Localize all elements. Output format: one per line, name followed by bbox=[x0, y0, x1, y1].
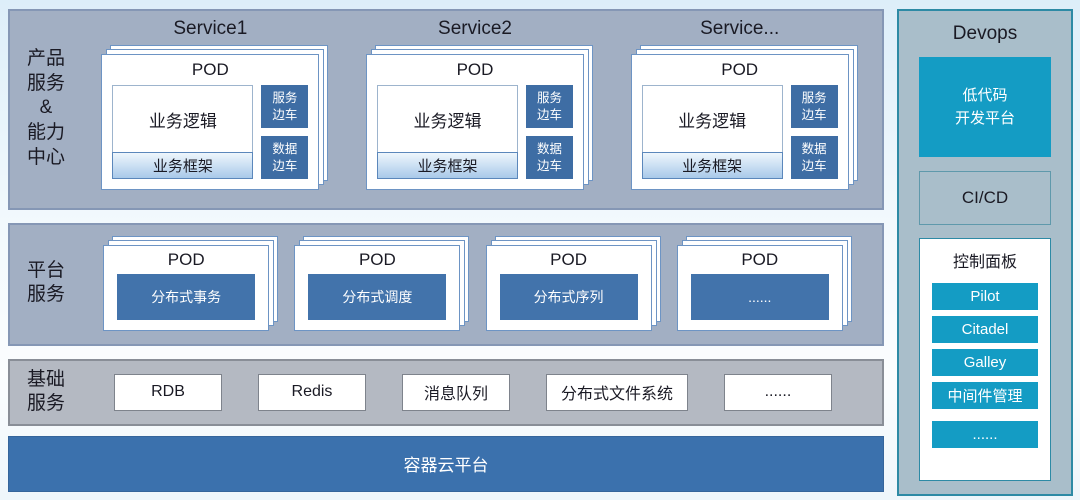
more-panel-button: ...... bbox=[932, 421, 1038, 448]
pilot-button: Pilot bbox=[932, 283, 1038, 310]
control-panel: 控制面板 Pilot Citadel Galley 中间件管理 ...... bbox=[919, 238, 1051, 481]
pod-title: POD bbox=[721, 60, 759, 79]
pod-title: POD bbox=[191, 60, 229, 79]
platform-pod-stack: POD 分布式序列 bbox=[485, 236, 661, 332]
devops-column: Devops 低代码 开发平台 CI/CD 控制面板 Pilot Citadel… bbox=[897, 9, 1073, 496]
rdb-box: RDB bbox=[113, 373, 222, 411]
service-sidecar-box: 服务 边车 bbox=[261, 85, 309, 128]
logic-column: 业务逻辑 业务框架 bbox=[112, 85, 254, 179]
services-container: Service1 POD 业务逻辑 业务框架 bbox=[78, 15, 872, 202]
data-sidecar-box: 数据 边车 bbox=[526, 136, 573, 179]
redis-box: Redis bbox=[257, 373, 366, 411]
basic-items-container: RDB Redis 消息队列 分布式文件系统 ...... bbox=[78, 373, 868, 411]
service-group-1: Service1 POD 业务逻辑 业务框架 bbox=[78, 15, 343, 202]
control-panel-title: 控制面板 bbox=[952, 254, 1017, 271]
data-sidecar-box: 数据 边车 bbox=[790, 136, 838, 179]
sidecars-column: 服务 边车 数据 边车 bbox=[790, 85, 838, 179]
distributed-transaction-box: 分布式事务 bbox=[117, 274, 256, 321]
pod-title: POD bbox=[456, 60, 494, 79]
service-title: Service... bbox=[700, 18, 780, 39]
platform-services-row: 平台 服务 POD 分布式事务 POD 分布式调度 bbox=[8, 223, 884, 346]
more-services-box: ...... bbox=[690, 274, 829, 321]
pod-card: POD 业务逻辑 业务框架 服务 边车 数据 边车 bbox=[630, 54, 849, 190]
more-basic-services-box: ...... bbox=[723, 373, 832, 411]
business-framework-bar: 业务框架 bbox=[641, 152, 783, 179]
cicd-box: CI/CD bbox=[919, 171, 1051, 225]
business-logic-box: 业务逻辑 bbox=[377, 85, 518, 153]
business-framework-bar: 业务框架 bbox=[112, 152, 254, 179]
service-sidecar-box: 服务 边车 bbox=[790, 85, 838, 128]
service-title: Service2 bbox=[438, 18, 512, 39]
pod-stack: POD 业务逻辑 业务框架 服务 边车 数据 边车 bbox=[630, 45, 858, 190]
platform-pod-card: POD ...... bbox=[676, 245, 843, 332]
platform-pod-stack: POD 分布式调度 bbox=[294, 236, 470, 332]
business-logic-box: 业务逻辑 bbox=[641, 85, 783, 153]
lowcode-platform-box: 低代码 开发平台 bbox=[919, 57, 1051, 157]
data-sidecar-box: 数据 边车 bbox=[261, 136, 309, 179]
pod-title: POD bbox=[167, 250, 205, 270]
platform-pod-stack: POD ...... bbox=[676, 236, 852, 332]
service-group-2: Service2 POD 业务逻辑 业务框架 bbox=[343, 15, 608, 202]
basic-services-row: 基础 服务 RDB Redis 消息队列 分布式文件系统 ...... bbox=[8, 358, 884, 426]
sidecars-column: 服务 边车 数据 边车 bbox=[526, 85, 573, 179]
message-queue-box: 消息队列 bbox=[401, 373, 510, 411]
basic-row-label: 基础 服务 bbox=[26, 368, 65, 415]
platform-pod-card: POD 分布式调度 bbox=[294, 245, 461, 332]
distributed-scheduling-box: 分布式调度 bbox=[308, 274, 447, 321]
pod-body: 业务逻辑 业务框架 服务 边车 数据 边车 bbox=[112, 85, 309, 179]
service-group-more: Service... POD 业务逻辑 业务框架 bbox=[607, 15, 872, 202]
main-column: 产品 服务 & 能力 中心 Service1 POD 业务逻辑 业务框架 bbox=[8, 9, 884, 492]
products-row-label: 产品 服务 & 能力 中心 bbox=[26, 47, 65, 168]
business-framework-bar: 业务框架 bbox=[377, 152, 518, 179]
service-sidecar-box: 服务 边车 bbox=[526, 85, 573, 128]
pod-title: POD bbox=[741, 250, 779, 270]
pod-card: POD 业务逻辑 业务框架 服务 边车 数据 边车 bbox=[101, 54, 320, 190]
citadel-button: Citadel bbox=[932, 316, 1038, 343]
distributed-sequence-box: 分布式序列 bbox=[499, 274, 638, 321]
pod-title: POD bbox=[550, 250, 587, 270]
pod-stack: POD 业务逻辑 业务框架 服务 边车 数据 边车 bbox=[366, 45, 593, 190]
service-title: Service1 bbox=[173, 18, 248, 39]
platform-pod-card: POD 分布式序列 bbox=[485, 245, 652, 332]
middleware-management-button: 中间件管理 bbox=[932, 382, 1038, 409]
logic-column: 业务逻辑 业务框架 bbox=[641, 85, 783, 179]
container-cloud-platform-bar: 容器云平台 bbox=[8, 435, 884, 492]
devops-title: Devops bbox=[952, 23, 1018, 44]
sidecars-column: 服务 边车 数据 边车 bbox=[261, 85, 309, 179]
business-logic-box: 业务逻辑 bbox=[112, 85, 254, 153]
distributed-file-system-box: 分布式文件系统 bbox=[545, 373, 688, 411]
pod-body: 业务逻辑 业务框架 服务 边车 数据 边车 bbox=[377, 85, 573, 179]
pod-title: POD bbox=[358, 250, 396, 270]
platform-row-label: 平台 服务 bbox=[26, 259, 65, 306]
platform-pod-stack: POD 分布式事务 bbox=[103, 236, 279, 332]
pod-body: 业务逻辑 业务框架 服务 边车 数据 边车 bbox=[641, 85, 838, 179]
platform-pods-container: POD 分布式事务 POD 分布式调度 POD 分布式序列 bbox=[78, 229, 868, 337]
products-services-row: 产品 服务 & 能力 中心 Service1 POD 业务逻辑 业务框架 bbox=[8, 9, 884, 211]
pod-card: POD 业务逻辑 业务框架 服务 边车 数据 边车 bbox=[366, 54, 584, 190]
platform-pod-card: POD 分布式事务 bbox=[103, 245, 270, 332]
pod-stack: POD 业务逻辑 业务框架 服务 边车 数据 边车 bbox=[101, 45, 329, 190]
logic-column: 业务逻辑 业务框架 bbox=[377, 85, 518, 179]
galley-button: Galley bbox=[932, 349, 1038, 376]
